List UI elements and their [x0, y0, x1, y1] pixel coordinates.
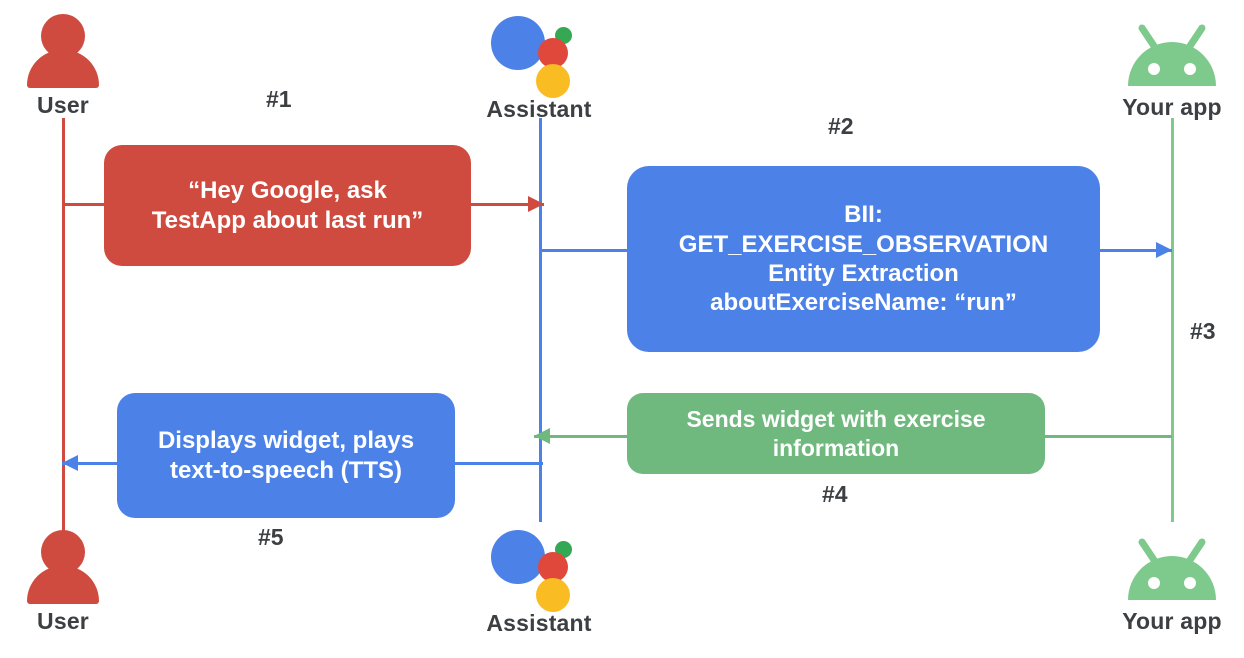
assistant-blue-dot [491, 530, 545, 584]
arrow-head-left-icon [62, 455, 78, 471]
step-label-4: #4 [822, 481, 848, 507]
google-assistant-icon [489, 522, 589, 612]
actor-assistant-top: Assistant [464, 8, 614, 121]
lifeline-your-app [1171, 118, 1174, 522]
actor-user-bottom: User [0, 528, 138, 633]
message-line: text-to-speech (TTS) [169, 456, 402, 484]
step-label-5: #5 [258, 524, 284, 550]
actor-user-top: User [0, 12, 138, 117]
message-line: “Hey Google, ask [188, 177, 387, 205]
message-box-step-4: Sends widget with exercise information [627, 393, 1045, 474]
message-line: information [772, 434, 900, 461]
assistant-red-dot [538, 552, 568, 582]
actor-label-your-app-bottom: Your app [1122, 608, 1222, 634]
arrow-head-right-icon [1156, 242, 1172, 258]
actor-label-assistant-bottom: Assistant [486, 610, 592, 636]
message-line: Entity Extraction [768, 260, 959, 287]
actor-your-app-top: Your app [1097, 14, 1244, 119]
person-body-shape [27, 50, 99, 88]
actor-label-assistant-top: Assistant [486, 96, 592, 122]
person-body-shape [27, 566, 99, 604]
android-robot-icon [1120, 528, 1224, 606]
assistant-yellow-dot [536, 578, 570, 612]
message-box-step-2: BII: GET_EXERCISE_OBSERVATION Entity Ext… [627, 166, 1100, 352]
google-assistant-icon [489, 8, 589, 98]
message-line: aboutExerciseName: “run” [710, 289, 1017, 317]
assistant-yellow-dot [536, 64, 570, 98]
lifeline-user [62, 118, 65, 536]
person-icon [24, 528, 102, 606]
message-line: TestApp about last run” [151, 206, 424, 234]
arrow-head-right-icon [528, 196, 544, 212]
actor-assistant-bottom: Assistant [464, 522, 614, 635]
message-line: BII: [844, 201, 883, 229]
step-label-3: #3 [1190, 318, 1216, 344]
actor-your-app-bottom: Your app [1097, 528, 1244, 633]
arrow-head-left-icon [534, 428, 550, 444]
message-line: Displays widget, plays [157, 427, 415, 455]
lifeline-assistant [539, 118, 542, 522]
assistant-red-dot [538, 38, 568, 68]
actor-label-your-app-top: Your app [1122, 94, 1222, 120]
person-icon [24, 12, 102, 90]
step-label-1: #1 [266, 86, 292, 112]
actor-label-user-top: User [37, 92, 89, 118]
assistant-blue-dot [491, 16, 545, 70]
message-box-step-1: “Hey Google, ask TestApp about last run” [104, 145, 471, 266]
actor-label-user-bottom: User [37, 608, 89, 634]
message-line: Sends widget with exercise [686, 406, 986, 433]
step-label-2: #2 [828, 113, 854, 139]
android-robot-icon [1120, 14, 1224, 92]
message-box-step-5: Displays widget, plays text-to-speech (T… [117, 393, 455, 518]
message-line: GET_EXERCISE_OBSERVATION [678, 230, 1049, 258]
